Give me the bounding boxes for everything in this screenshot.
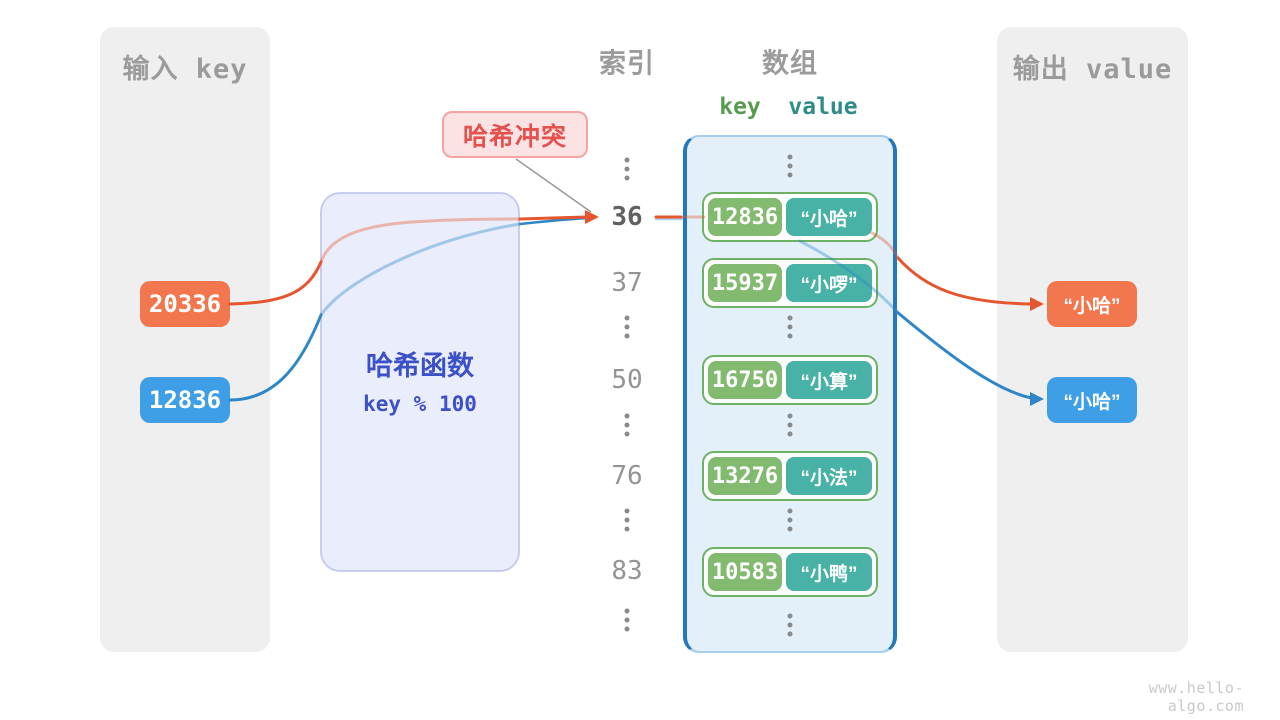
index-50: 50: [611, 365, 643, 395]
key-header: key: [719, 94, 761, 120]
value-header: value: [788, 94, 858, 120]
hash-function-formula: key % 100: [363, 392, 477, 416]
collision-pointer-line: [515, 158, 592, 213]
arrow-blue-hash-to-index: [518, 216, 591, 226]
row-value: “小啰”: [786, 264, 872, 302]
ellipsis-dots: [624, 608, 630, 632]
watermark: www.hello-algo.com: [1148, 679, 1244, 715]
index-36: 36: [611, 202, 643, 232]
output-value-orange: “小哈”: [1047, 281, 1137, 327]
row-key: 13276: [708, 457, 782, 495]
ellipsis-dots: [787, 315, 793, 339]
ellipsis-dots: [787, 613, 793, 637]
row-value: “小法”: [786, 457, 872, 495]
row-value: “小哈”: [786, 198, 872, 236]
array-row-36: 12836 “小哈”: [702, 192, 878, 242]
row-key: 15937: [708, 264, 782, 302]
ellipsis-dots: [787, 508, 793, 532]
index-column-title: 索引: [599, 48, 655, 79]
input-panel-title: 输入 key: [122, 54, 248, 85]
array-row-83: 10583 “小鸭”: [702, 547, 878, 597]
output-value-blue: “小哈”: [1047, 377, 1137, 423]
row-value: “小鸭”: [786, 553, 872, 591]
row-value: “小算”: [786, 361, 872, 399]
ellipsis-dots: [787, 154, 793, 178]
row-key: 10583: [708, 553, 782, 591]
array-row-50: 16750 “小算”: [702, 355, 878, 405]
ellipsis-dots: [624, 508, 630, 532]
hash-function-name: 哈希函数: [366, 351, 474, 381]
index-37: 37: [611, 268, 643, 298]
array-row-37: 15937 “小啰”: [702, 258, 878, 308]
array-title: 数组: [762, 48, 818, 79]
index-83: 83: [611, 556, 643, 586]
arrow-orange-hash-to-index: [518, 215, 588, 221]
array-row-76: 13276 “小法”: [702, 451, 878, 501]
ellipsis-dots: [787, 413, 793, 437]
ellipsis-dots: [624, 315, 630, 339]
ellipsis-dots: [624, 157, 630, 181]
input-panel: 输入 key: [100, 27, 270, 652]
input-key-12836: 12836: [140, 377, 230, 423]
row-key: 16750: [708, 361, 782, 399]
arrowhead-index-36: [585, 210, 599, 224]
ellipsis-dots: [624, 413, 630, 437]
output-panel-title: 输出 value: [1012, 54, 1173, 85]
row-key: 12836: [708, 198, 782, 236]
index-76: 76: [611, 461, 643, 491]
input-key-20336: 20336: [140, 281, 230, 327]
hash-function-box: 哈希函数 key % 100: [320, 192, 520, 572]
output-panel: 输出 value: [997, 27, 1188, 652]
collision-callout: 哈希冲突: [442, 111, 588, 158]
